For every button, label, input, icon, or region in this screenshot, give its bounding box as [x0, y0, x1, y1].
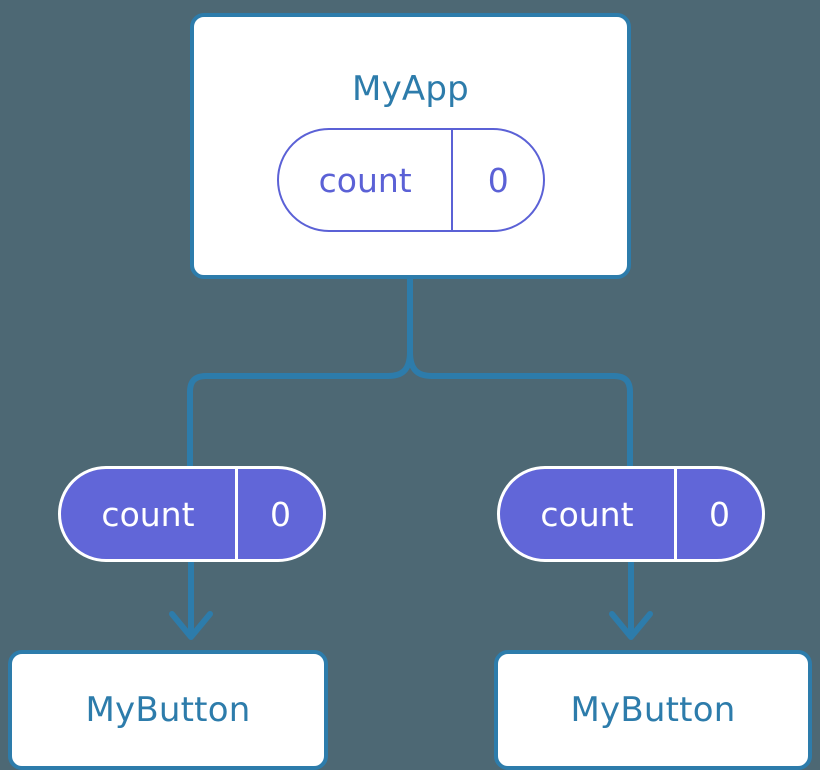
component-node-mybutton-left[interactable]: MyButton [8, 650, 328, 770]
arrow-right-head-icon [609, 611, 653, 640]
state-pill-value: 0 [234, 469, 323, 559]
state-pill-right-count[interactable]: count 0 [497, 466, 765, 562]
connector-branch-bar [187, 351, 413, 466]
state-pill-value: 0 [673, 469, 762, 559]
state-pill-value: 0 [451, 130, 543, 230]
state-pill-key: count [101, 494, 195, 534]
state-pill-key: count [318, 160, 412, 200]
state-pill-left-count[interactable]: count 0 [58, 466, 326, 562]
arrow-left-head-icon [169, 611, 213, 640]
component-title-mybutton: MyButton [85, 690, 251, 730]
connector-branch-bar-right [407, 351, 633, 466]
component-title-myapp: MyApp [352, 69, 469, 109]
state-pill-myapp-count[interactable]: count 0 [277, 128, 545, 232]
component-node-mybutton-right[interactable]: MyButton [494, 650, 812, 770]
component-title-mybutton: MyButton [570, 690, 736, 730]
state-pill-key: count [540, 494, 634, 534]
